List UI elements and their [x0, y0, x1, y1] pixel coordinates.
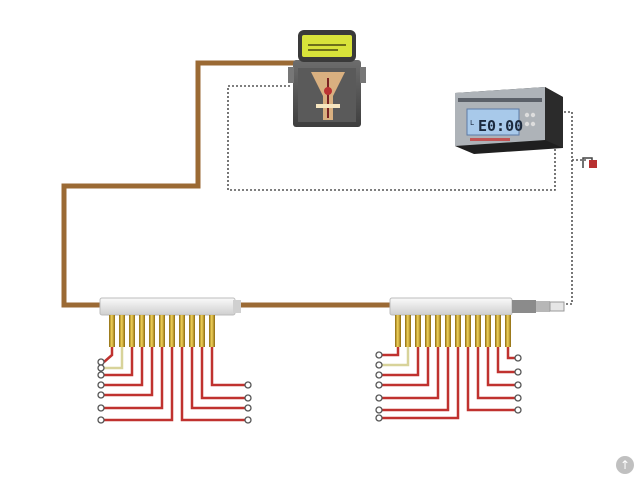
right-ring-terminals — [375, 351, 522, 422]
lubrication-pump — [288, 30, 366, 127]
left-brass-fittings — [109, 315, 215, 347]
end-fitting — [512, 300, 565, 313]
up-arrow-icon: ↑ — [616, 456, 634, 474]
right-distributor-manifold — [389, 297, 513, 316]
controller-display — [466, 108, 520, 136]
right-brass-fittings — [395, 315, 511, 347]
left-ring-terminals — [97, 358, 252, 424]
main-supply-line — [61, 60, 295, 308]
left-distributor-manifold — [99, 297, 241, 316]
controller-unit: L E0:00 — [455, 87, 563, 154]
pressure-switch — [582, 157, 597, 168]
right-branch-lines — [382, 345, 515, 420]
controller-mode-indicator: L — [470, 119, 474, 127]
left-branch-lines — [103, 345, 245, 422]
controller-time-value: E0:00 — [478, 117, 523, 135]
signal-wiring — [227, 85, 588, 305]
